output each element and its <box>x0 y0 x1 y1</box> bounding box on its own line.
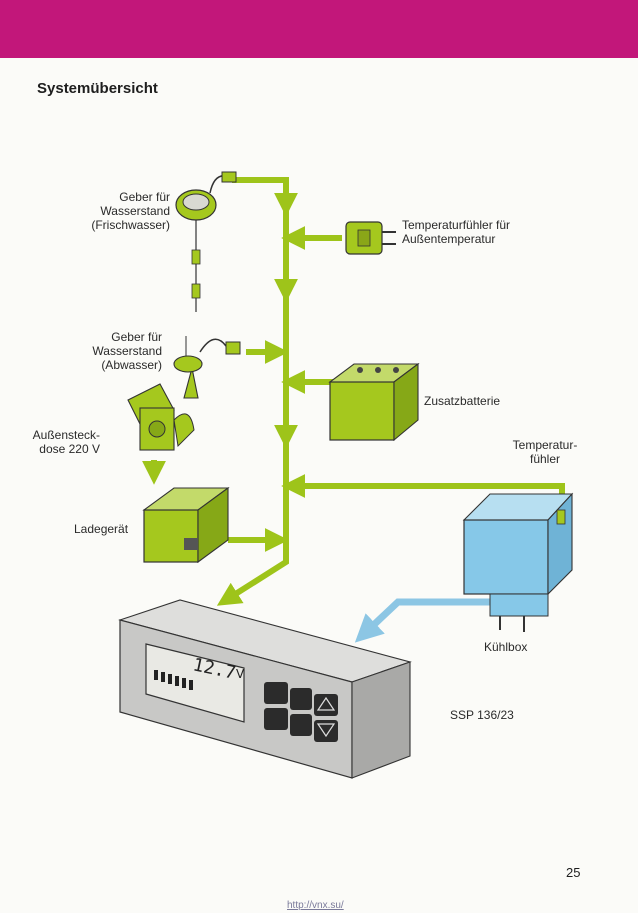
freshwater-sensor <box>175 171 237 312</box>
label-external-socket: Außensteck- dose 220 V <box>32 428 100 456</box>
down-arrow-icon <box>316 723 336 738</box>
voltage-unit: V <box>236 667 245 681</box>
coolbox <box>462 492 574 632</box>
water-button[interactable] <box>264 708 288 730</box>
control-panel <box>118 599 412 779</box>
up-arrow-icon <box>316 696 336 711</box>
battery-button[interactable] <box>264 682 288 704</box>
page-number: 25 <box>566 865 581 880</box>
label-charger: Ladegerät <box>74 522 129 536</box>
coolbox-line <box>354 598 492 643</box>
freshwater-line <box>232 177 298 217</box>
label-coolbox: Kühlbox <box>484 640 528 654</box>
label-freshwater-sensor: Geber für Wasserstand (Frischwasser) <box>91 190 170 232</box>
charger <box>142 486 230 564</box>
header-bar <box>0 0 638 58</box>
settings-button[interactable] <box>290 714 312 736</box>
label-aux-battery: Zusatzbatterie <box>424 394 501 408</box>
external-socket <box>127 383 195 451</box>
label-outdoor-temp-sensor: Temperaturfühler für Außentemperatur <box>402 218 511 246</box>
footer-link[interactable]: http://vnx.su/ <box>287 900 344 911</box>
main-bus-lower <box>216 442 289 606</box>
page-title: Systemübersicht <box>37 80 158 97</box>
power-button[interactable] <box>290 688 312 710</box>
outdoor-temp-sensor <box>345 221 396 255</box>
wastewater-sensor <box>173 336 241 399</box>
down-button[interactable] <box>314 720 338 742</box>
label-wastewater-sensor: Geber für Wasserstand (Abwasser) <box>92 330 162 372</box>
figure-reference: SSP 136/23 <box>450 708 514 722</box>
label-temp-sensor: Temperatur- fühler <box>512 438 578 466</box>
aux-battery <box>328 362 420 442</box>
